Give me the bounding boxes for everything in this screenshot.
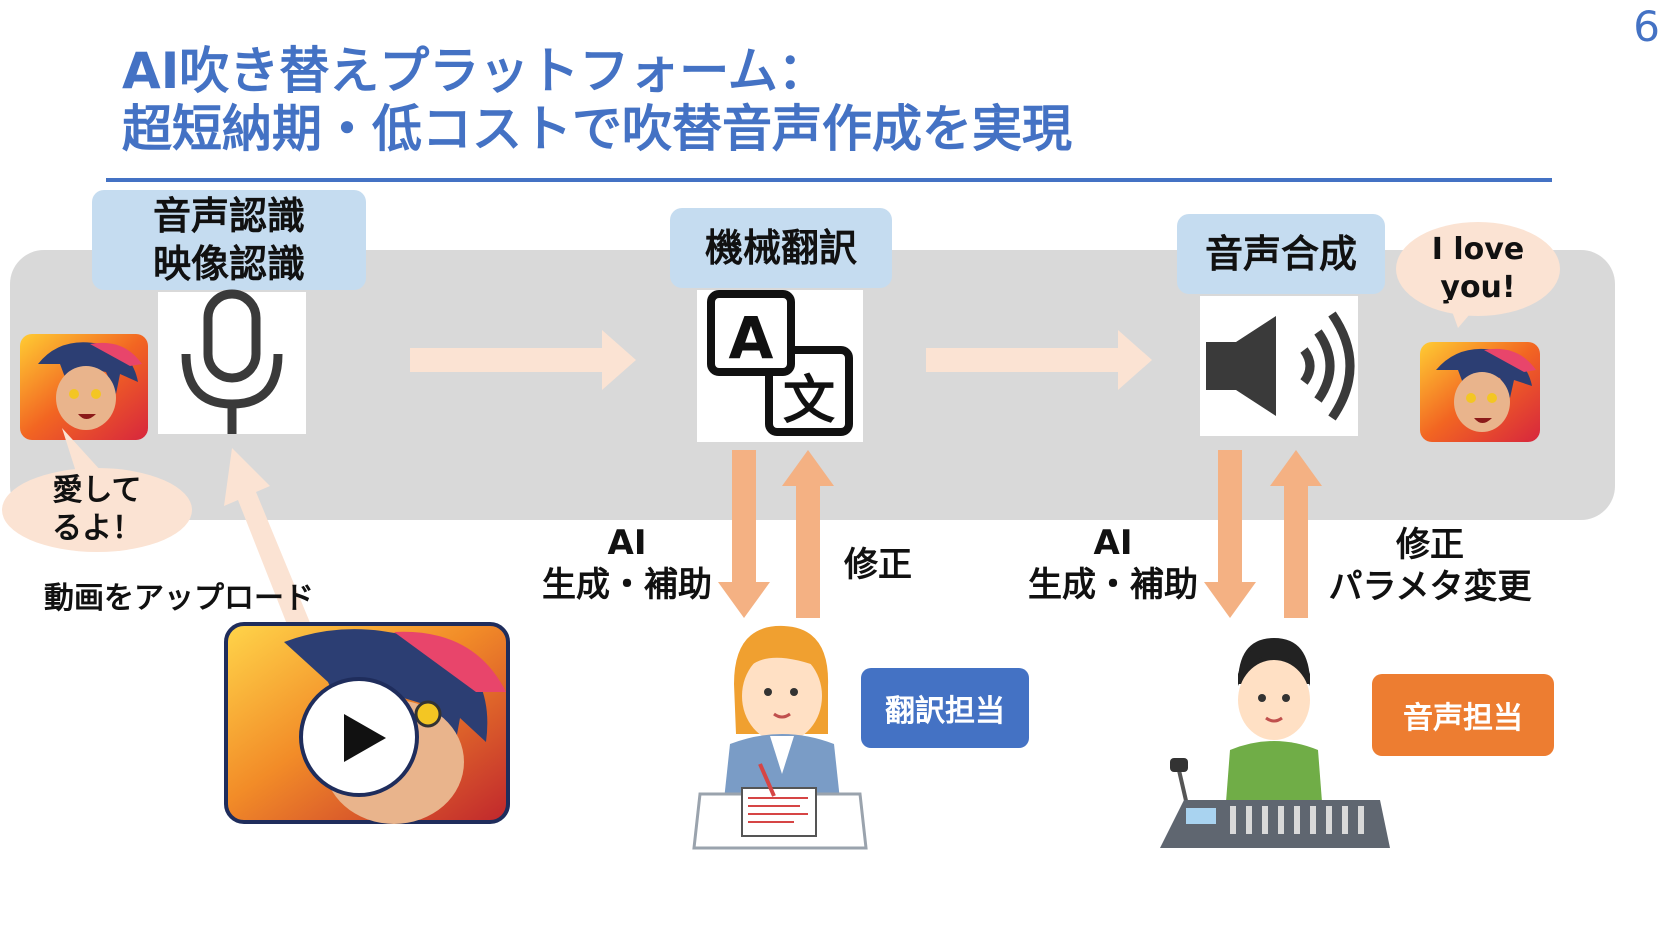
speaker-icon — [1206, 311, 1355, 421]
output-character-avatar — [1420, 342, 1540, 442]
translate-panel: A 文 — [697, 290, 863, 442]
title-line-1: AI吹き替えプラットフォーム： — [122, 42, 828, 100]
upload-label: 動画をアップロード — [44, 581, 314, 616]
svg-text:文: 文 — [783, 371, 835, 431]
translator-person — [692, 625, 868, 850]
translate-icon: A 文 — [707, 290, 853, 436]
microphone-panel — [158, 289, 306, 434]
page-number: 6 — [1633, 2, 1660, 51]
input-bubble-tail — [62, 428, 102, 472]
voice-up-label: 修正 パラメタ変更 — [1328, 525, 1532, 607]
play-button-icon[interactable] — [298, 676, 420, 798]
flow-arrow-2 — [926, 330, 1152, 390]
stage-label-recognition: 音声認識 映像認識 — [92, 190, 366, 290]
video-thumbnail[interactable] — [224, 622, 510, 824]
translation-down-arrow — [718, 450, 770, 618]
translation-up-label: 修正 — [844, 545, 912, 585]
voice-down-arrow — [1204, 450, 1256, 618]
input-character-avatar — [20, 334, 148, 440]
voice-engineer-person — [1160, 638, 1390, 848]
microphone-icon — [181, 289, 283, 434]
stage-label-translation: 機械翻訳 — [670, 208, 892, 288]
stage-label-synthesis: 音声合成 — [1177, 214, 1385, 294]
slide-title: AI吹き替えプラットフォーム： 超短納期・低コストで吹替音声作成を実現 — [122, 42, 1072, 158]
svg-text:A: A — [729, 304, 774, 372]
translator-role-badge: 翻訳担当 — [861, 668, 1029, 748]
flow-arrow-1 — [410, 330, 636, 390]
output-bubble-tail — [1448, 300, 1482, 328]
translation-up-arrow — [782, 450, 834, 618]
speaker-panel — [1200, 296, 1358, 436]
title-line-2: 超短納期・低コストで吹替音声作成を実現 — [122, 100, 1072, 158]
voice-role-badge: 音声担当 — [1372, 674, 1554, 756]
title-underline — [106, 178, 1552, 182]
voice-up-arrow — [1270, 450, 1322, 618]
translation-down-label: AI 生成・補助 — [542, 523, 712, 605]
input-speech-bubble: 愛して るよ！ — [2, 468, 192, 552]
voice-down-label: AI 生成・補助 — [1028, 523, 1198, 605]
